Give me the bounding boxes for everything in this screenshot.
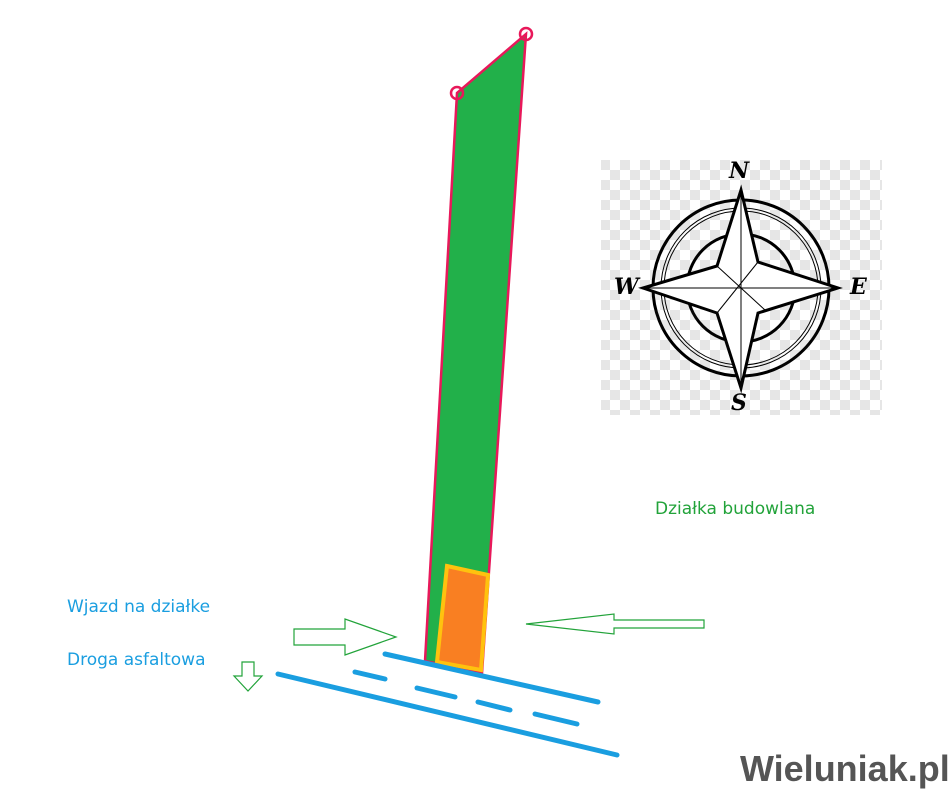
plot-corner-marker — [449, 85, 465, 101]
house-footprint — [434, 563, 491, 673]
left-arrow-icon — [525, 613, 705, 635]
entrance-arrow-icon — [293, 618, 398, 656]
plot-corner-marker — [518, 26, 534, 42]
compass-rose-icon — [601, 160, 882, 415]
road-label: Droga asfaltowa — [67, 650, 206, 670]
compass-south-label: S — [731, 390, 747, 416]
plot-parcel — [423, 31, 528, 675]
road — [275, 651, 620, 758]
compass-west-label: W — [614, 274, 639, 300]
down-arrow-icon — [232, 661, 264, 692]
compass-north-label: N — [729, 158, 750, 184]
watermark: Wieluniak.pl — [740, 748, 950, 789]
entrance-label: Wjazd na działke — [67, 597, 211, 617]
compass-east-label: E — [850, 274, 867, 300]
building-plot-label: Działka budowlana — [655, 499, 816, 519]
